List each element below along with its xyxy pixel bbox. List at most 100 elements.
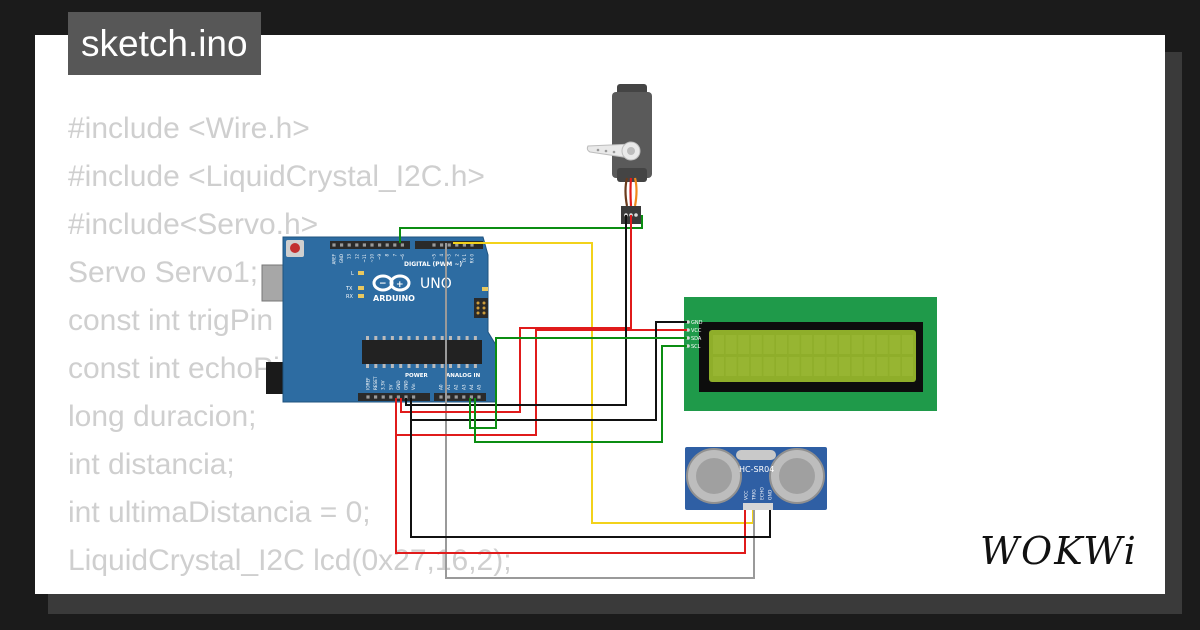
power-pin-hole[interactable] — [366, 395, 370, 399]
power-pin-label: 5V — [388, 384, 393, 390]
digital-pin-label: AREF — [332, 253, 337, 264]
code-line: LiquidCrystal_I2C lcd(0x27,16,2); — [68, 544, 512, 577]
digital-pin-label: ~3 — [447, 254, 452, 260]
analog-pin-label: A0 — [439, 384, 444, 390]
reset-button-cap — [290, 243, 300, 253]
wire-vcc-sensor[interactable] — [395, 398, 746, 554]
digital-pin-label: 12 — [354, 254, 359, 260]
lcd-pin-label: SCL — [691, 344, 701, 350]
wire-echo[interactable] — [445, 243, 755, 579]
power-pin-hole[interactable] — [381, 395, 385, 399]
power-header-label: POWER — [405, 373, 429, 379]
lcd-pin-label: SDA — [691, 336, 702, 342]
power-pin-label: RESET — [373, 376, 378, 390]
wokwi-logo-text: WOKWi — [980, 529, 1138, 573]
code-line: #include <LiquidCrystal_I2C.h> — [68, 160, 485, 193]
wire-scl[interactable] — [474, 345, 687, 443]
digital-pin-hole[interactable] — [400, 243, 404, 247]
led-on-label: ON — [494, 288, 502, 294]
lcd-pin[interactable] — [686, 336, 690, 340]
analog-pin-hole[interactable] — [469, 395, 473, 399]
sensor-pin-label: TRIG — [752, 489, 758, 501]
wire-gnd-servo[interactable] — [405, 215, 627, 406]
code-line: Servo Servo1; — [68, 256, 259, 289]
arduino-logo: − + — [372, 274, 411, 292]
led-rx — [358, 294, 364, 298]
code-line: long duracion; — [68, 400, 257, 433]
digital-pin-hole[interactable] — [370, 243, 374, 247]
digital-pin-label: 4 — [439, 254, 444, 257]
sensor-pin-label: ECHO — [760, 487, 766, 500]
analog-pin-hole[interactable] — [462, 395, 466, 399]
digital-pin-hole[interactable] — [340, 243, 344, 247]
digital-pin-hole[interactable] — [347, 243, 351, 247]
lcd-pin[interactable] — [686, 344, 690, 348]
power-pin-hole[interactable] — [389, 395, 393, 399]
digital-pin-hole[interactable] — [378, 243, 382, 247]
digital-pin-label: GND — [339, 254, 344, 263]
analog-pin-label: A4 — [469, 384, 474, 390]
digital-pin-hole[interactable] — [447, 243, 451, 247]
power-pin-hole[interactable] — [404, 395, 408, 399]
digital-pin-label: ~5 — [432, 254, 437, 260]
analog-pin-hole[interactable] — [477, 395, 481, 399]
bottom-pin-holes — [366, 395, 481, 399]
digital-pin-hole[interactable] — [362, 243, 366, 247]
digital-pin-label: ~10 — [370, 254, 375, 263]
sensor-pin-label: GND — [768, 489, 774, 500]
servo-motor[interactable] — [586, 84, 652, 224]
servo-cable-red — [629, 177, 633, 207]
code-line: int distancia; — [68, 448, 235, 481]
power-pin-hole[interactable] — [374, 395, 378, 399]
servo-horn — [586, 143, 633, 159]
digital-pin-hole[interactable] — [440, 243, 444, 247]
digital-pin-hole[interactable] — [432, 243, 436, 247]
power-header — [358, 393, 430, 401]
servo-cable-orange — [633, 177, 638, 207]
lcd-pin-label: GND — [691, 320, 703, 326]
analog-pin-hole[interactable] — [447, 395, 451, 399]
digital-pin-hole[interactable] — [470, 243, 474, 247]
digital-pin-hole[interactable] — [462, 243, 466, 247]
code-line: #include<Servo.h> — [68, 208, 319, 241]
code-line: boolean pPin = 0; — [68, 585, 512, 594]
sensor-pin-label: VCC — [744, 491, 750, 500]
digital-pin-holes — [332, 243, 474, 247]
digital-pin-label: RX 0 — [470, 254, 475, 264]
servo-body — [612, 92, 652, 178]
analog-pin-hole[interactable] — [439, 395, 443, 399]
digital-pin-hole[interactable] — [455, 243, 459, 247]
power-pin-hole[interactable] — [396, 395, 400, 399]
power-pin-label: IOREF — [366, 377, 371, 390]
digital-pin-hole[interactable] — [355, 243, 359, 247]
led-on — [482, 287, 488, 291]
led-rx-label: RX — [346, 294, 353, 300]
led-l — [358, 271, 364, 275]
analog-pin-hole[interactable] — [454, 395, 458, 399]
digital-header-left — [330, 241, 410, 249]
digital-header-label: DIGITAL (PWM ~) — [404, 261, 462, 268]
lcd-pin[interactable] — [686, 320, 690, 324]
lcd-pin[interactable] — [686, 328, 690, 332]
digital-pin-hole[interactable] — [385, 243, 389, 247]
analog-header — [434, 393, 486, 401]
board-model: UNO — [420, 276, 452, 292]
power-pin-label: 3.3V — [381, 380, 386, 390]
digital-pin-hole[interactable] — [393, 243, 397, 247]
wire-vcc-servo[interactable] — [400, 215, 632, 413]
digital-pin-label: 8 — [385, 254, 390, 257]
power-pin-label: Vin — [411, 383, 416, 390]
wire-gnd-sensor[interactable] — [410, 398, 771, 538]
wire-sda[interactable] — [469, 337, 687, 429]
wire-servo-signal[interactable] — [399, 215, 643, 243]
power-pin-hole[interactable] — [412, 395, 416, 399]
digital-pin-hole[interactable] — [332, 243, 336, 247]
led-l-label: L — [351, 271, 354, 277]
